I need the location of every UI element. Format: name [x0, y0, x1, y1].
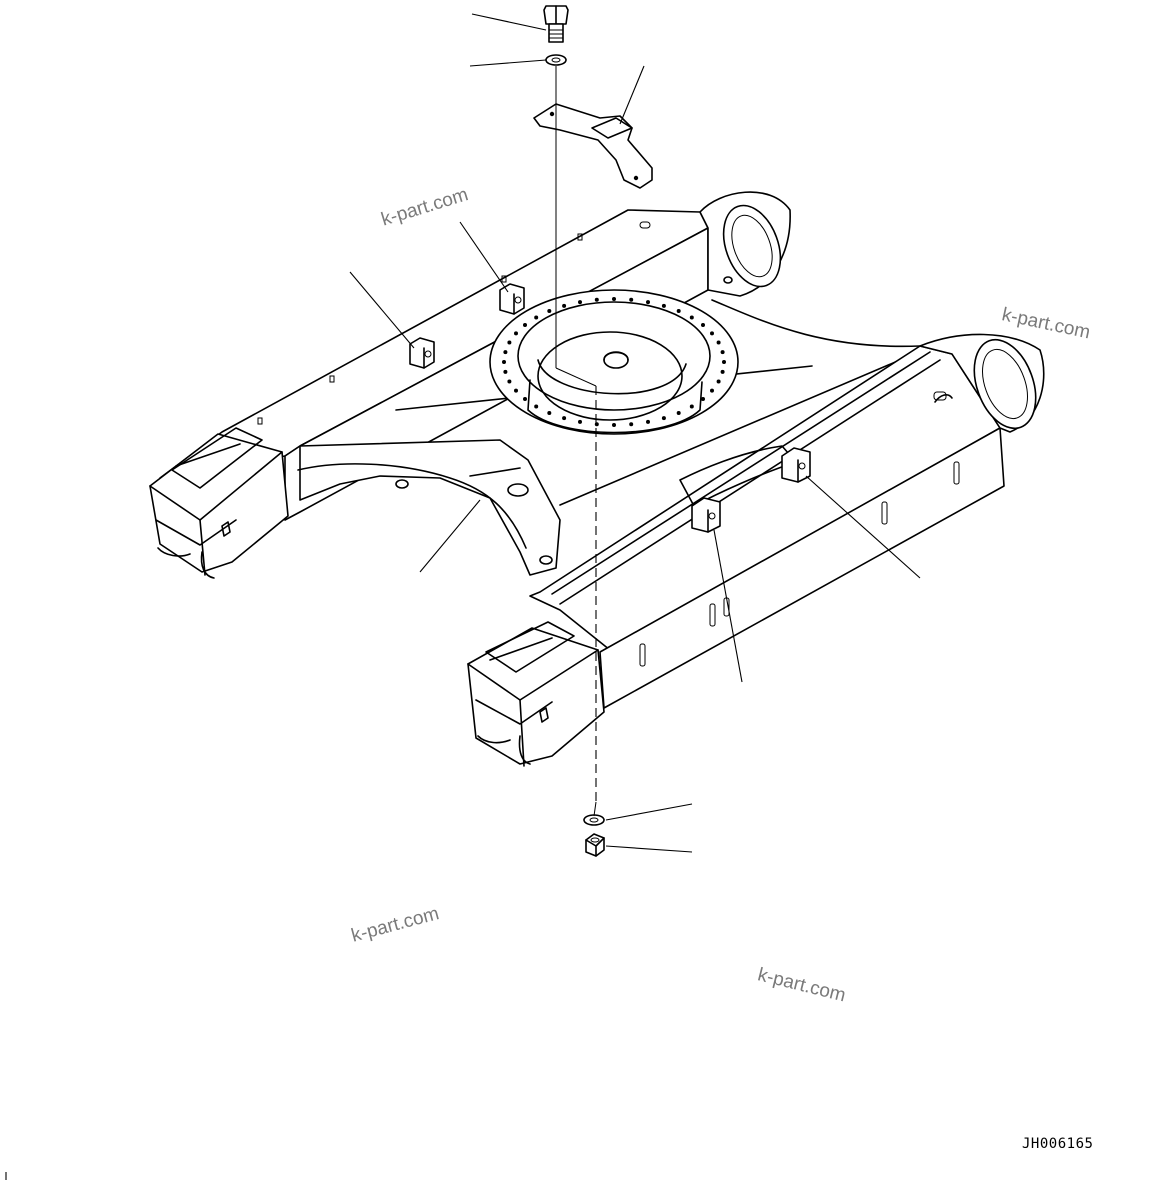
- ring-bolt-hole: [716, 379, 721, 384]
- drawing-id: JH006165: [1022, 1136, 1094, 1152]
- ring-bolt-hole: [507, 379, 512, 384]
- washer-bottom: [583, 814, 605, 826]
- ring-bolt-hole: [612, 297, 616, 301]
- ring-bolt-hole: [710, 331, 714, 336]
- swing-circle-bolt-holes: [502, 297, 726, 427]
- washer-top: [545, 54, 567, 66]
- bolt: [543, 5, 569, 43]
- ring-bolt-hole: [661, 416, 666, 421]
- ring-bolt-hole: [720, 350, 725, 355]
- ring-bolt-hole: [612, 423, 616, 427]
- center-axis: [555, 66, 597, 817]
- ring-bolt-hole: [523, 323, 527, 327]
- ring-bolt-hole: [523, 397, 527, 401]
- ring-bolt-hole: [720, 369, 725, 374]
- swing-circle: [489, 289, 739, 435]
- nut: [585, 833, 605, 857]
- ring-bolt-hole: [547, 411, 552, 415]
- ring-bolt-hole: [646, 300, 650, 305]
- beam-studs: [257, 221, 651, 425]
- guard-block: [409, 283, 811, 533]
- ring-bolt-hole: [503, 350, 508, 355]
- ring-bolt-hole: [701, 323, 705, 327]
- ring-bolt-hole: [701, 397, 705, 401]
- ring-bolt-hole: [716, 340, 721, 345]
- ring-bolt-hole: [629, 297, 634, 302]
- ring-bolt-hole: [503, 369, 508, 374]
- ring-bolt-hole: [562, 416, 567, 421]
- ring-bolt-hole: [562, 303, 567, 308]
- track-frame: [149, 191, 1045, 767]
- ring-bolt-hole: [578, 419, 582, 424]
- ring-bolt-hole: [689, 404, 694, 409]
- ring-bolt-hole: [661, 303, 666, 308]
- ring-bolt-hole: [507, 340, 512, 345]
- ring-bolt-hole: [514, 331, 518, 336]
- ring-bolt-hole: [710, 388, 714, 393]
- ring-bolt-hole: [594, 297, 599, 302]
- ring-bolt-hole: [578, 300, 582, 305]
- ring-bolt-hole: [534, 404, 539, 409]
- ring-bolt-hole: [534, 315, 539, 320]
- ring-bolt-hole: [722, 360, 726, 364]
- ring-bolt-hole: [676, 411, 681, 415]
- ring-bolt-hole: [629, 422, 634, 427]
- beam-slots: [639, 391, 960, 667]
- ring-bolt-hole: [689, 315, 694, 320]
- ring-bolt-hole: [594, 422, 599, 427]
- ring-bolt-hole: [547, 309, 552, 313]
- ring-bolt-hole: [646, 419, 650, 424]
- bracket: [533, 103, 653, 189]
- ring-bolt-hole: [502, 360, 506, 364]
- ring-bolt-hole: [514, 388, 518, 393]
- ring-bolt-hole: [676, 309, 681, 313]
- leader-lines: [349, 13, 921, 853]
